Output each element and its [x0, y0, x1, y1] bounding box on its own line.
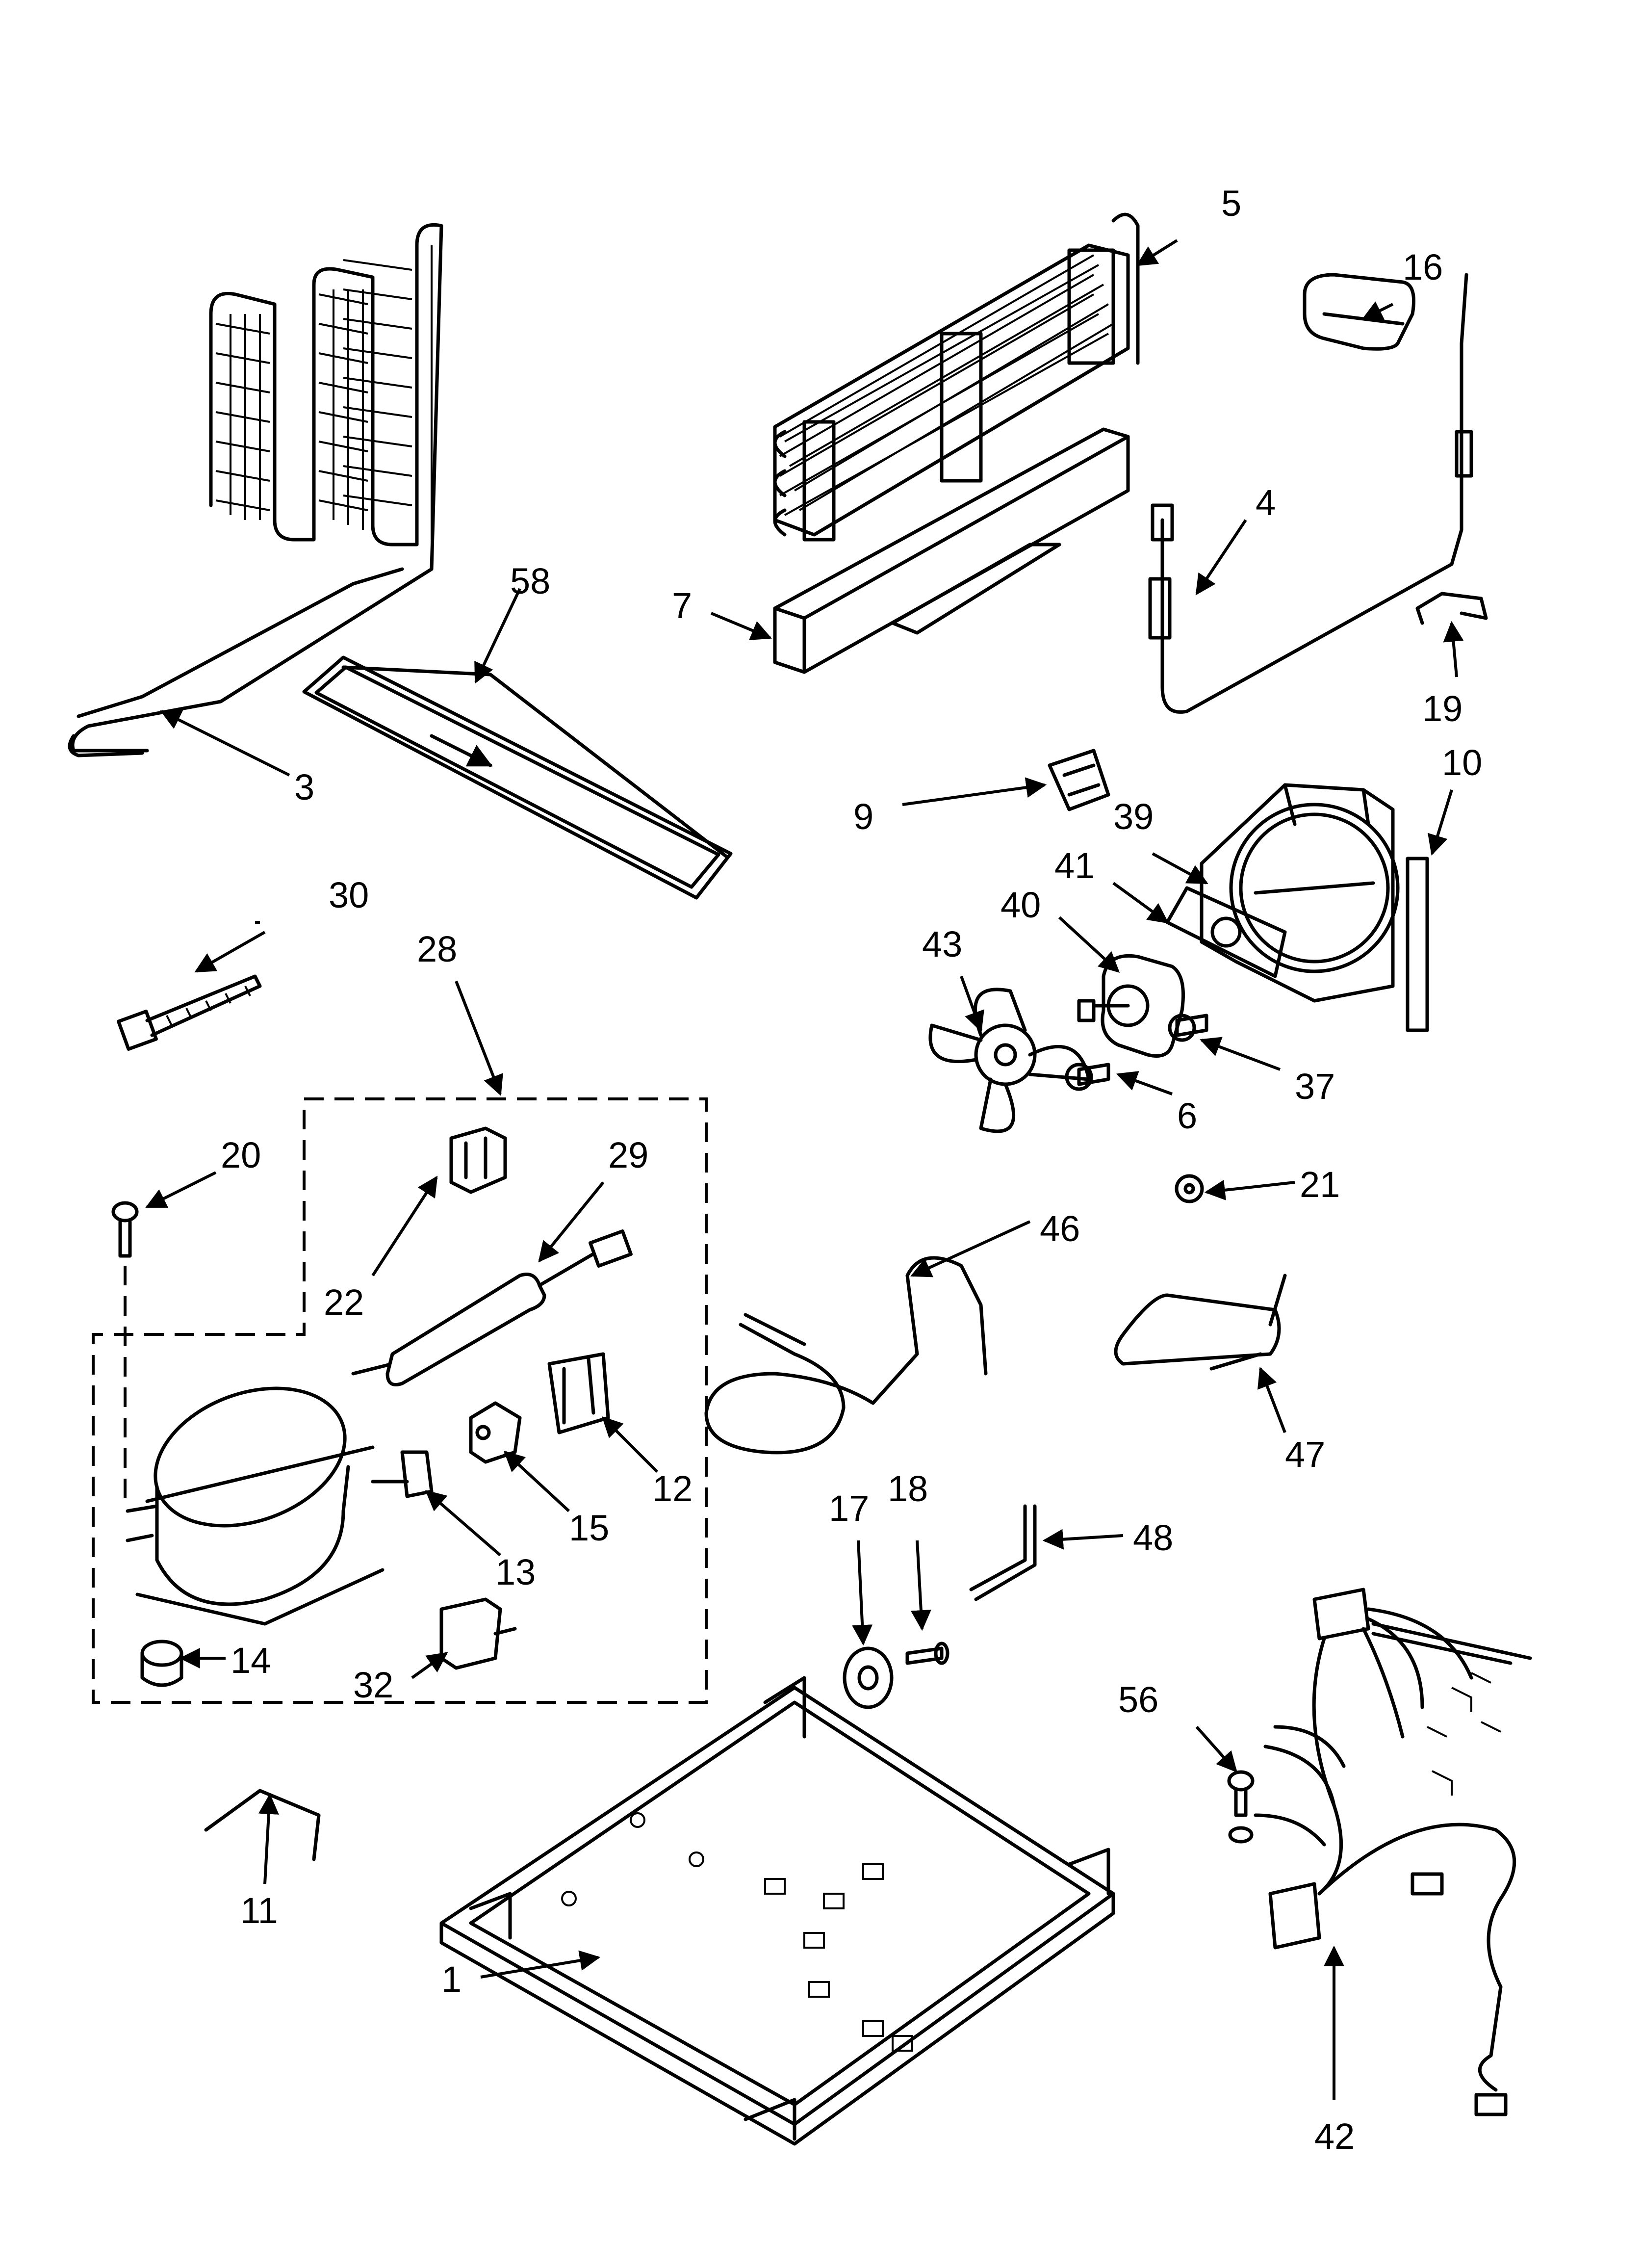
base-frame: [439, 1676, 1115, 2146]
spring-clip: [204, 1789, 321, 1861]
callout-1: 1: [441, 1959, 462, 2000]
screw-56: [1227, 1770, 1255, 1844]
callout-10: 10: [1442, 742, 1482, 783]
fan-blade: [928, 988, 1091, 1133]
compressor: [126, 1386, 385, 1626]
tube-48: [969, 1504, 1037, 1601]
tubing-46: [704, 1256, 988, 1455]
clip-part: [1415, 592, 1488, 625]
callout-41: 41: [1054, 845, 1095, 886]
callout-39: 39: [1113, 796, 1154, 837]
callout-21: 21: [1300, 1164, 1340, 1205]
callout-37: 37: [1295, 1066, 1335, 1107]
callout-28: 28: [417, 929, 457, 969]
evaporator-pan: [773, 427, 1130, 674]
callout-9: 9: [853, 796, 873, 837]
callout-46: 46: [1040, 1208, 1080, 1249]
callout-labels: 1 3 4 5 6 7 9 10 11 12 13 14 15 16 17 18…: [221, 183, 1482, 2157]
callout-47: 47: [1285, 1434, 1325, 1475]
drain-pan: [302, 655, 733, 900]
callout-29: 29: [608, 1135, 648, 1175]
callout-11: 11: [240, 1890, 278, 1931]
callout-42: 42: [1314, 2116, 1355, 2157]
gasket-strip: [1406, 857, 1429, 1032]
fan-shroud: [1200, 783, 1400, 1003]
leader-lines: [145, 239, 1464, 2100]
callout-14: 14: [231, 1640, 271, 1681]
thermistor-wire: [1148, 273, 1473, 714]
callout-22: 22: [324, 1282, 364, 1323]
callout-16: 16: [1403, 247, 1443, 287]
cap-part: [1303, 273, 1415, 351]
callout-6: 6: [1177, 1095, 1197, 1136]
callout-7: 7: [672, 585, 692, 626]
bracket-part: [1048, 749, 1110, 811]
grommet: [140, 1640, 183, 1687]
callout-32: 32: [353, 1665, 393, 1705]
callout-18: 18: [888, 1468, 928, 1509]
wire-harness: [1254, 1588, 1532, 2116]
callout-43: 43: [922, 924, 962, 965]
callout-58: 58: [510, 561, 550, 601]
condenser-coil: [68, 223, 443, 757]
relay-part: [449, 1126, 507, 1194]
gear-part: [1175, 1174, 1204, 1203]
evaporator-coil: [773, 212, 1140, 542]
filter-drier: [351, 1229, 633, 1386]
callout-30: 30: [329, 875, 369, 915]
callout-20: 20: [221, 1135, 261, 1175]
callout-17: 17: [829, 1488, 869, 1529]
callout-48: 48: [1133, 1517, 1173, 1558]
capacitor: [439, 1597, 517, 1670]
tubing-47: [1114, 1274, 1287, 1371]
callout-13: 13: [495, 1552, 536, 1592]
callout-12: 12: [652, 1468, 693, 1509]
callout-40: 40: [1001, 885, 1041, 925]
kit-boundary: [92, 1097, 708, 1704]
callout-4: 4: [1256, 482, 1276, 523]
overload-part: [547, 1352, 610, 1434]
callout-15: 15: [569, 1508, 609, 1548]
roller-axle: [905, 1642, 949, 1665]
start-device: [469, 1401, 522, 1464]
fan-motor: [1077, 954, 1185, 1058]
callout-3: 3: [294, 767, 314, 808]
callout-19: 19: [1422, 688, 1462, 729]
terminal-clip: [371, 1450, 434, 1498]
cable-tie: [117, 974, 262, 1051]
screw-20: [111, 1201, 139, 1501]
motor-plate: [1165, 886, 1287, 978]
callout-56: 56: [1118, 1679, 1158, 1720]
callout-5: 5: [1221, 183, 1241, 224]
screw-37: [1168, 1014, 1208, 1042]
roller: [843, 1646, 894, 1709]
